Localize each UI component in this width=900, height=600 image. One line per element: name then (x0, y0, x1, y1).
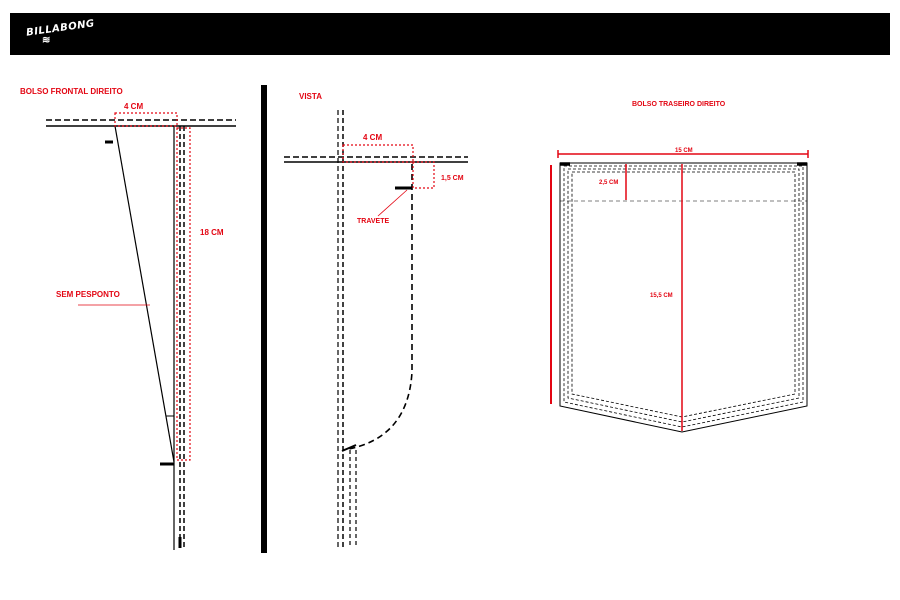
back-pocket-top-label: 2,5 CM (599, 180, 619, 186)
view-bartack-label: TRAVETE (357, 218, 390, 225)
front-pocket-note-label: SEM PESPONTO (56, 290, 120, 299)
view-width-label: 4 CM (363, 133, 383, 142)
header-bar: BILLABONG ≋ (10, 13, 890, 55)
front-pocket-height-label: 18 CM (200, 228, 224, 237)
front-pocket-width-label: 4 CM (124, 102, 144, 111)
section-divider (261, 85, 267, 553)
logo-icon: ≋ (42, 35, 50, 46)
front-pocket-title: BOLSO FRONTAL DIREITO (20, 87, 123, 96)
front-pocket-drawing (46, 112, 236, 550)
view-title: VISTA (299, 92, 322, 101)
view-offset-label: 1,5 CM (441, 175, 464, 182)
brand-logo: BILLABONG ≋ (20, 18, 96, 51)
back-pocket-drawing (550, 150, 809, 433)
back-pocket-width-label: 15 CM (675, 148, 693, 154)
view-drawing (284, 110, 468, 548)
back-pocket-height-label: 15,5 CM (650, 293, 673, 299)
back-pocket-title: BOLSO TRASEIRO DIREITO (632, 101, 726, 108)
